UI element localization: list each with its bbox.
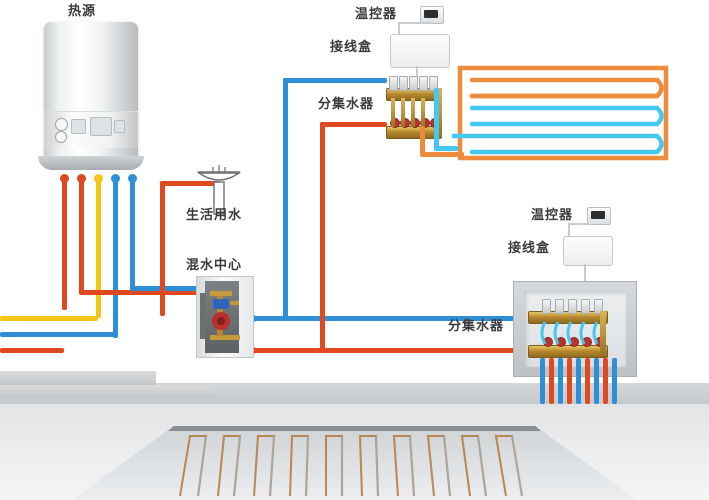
pipe-boiler-supply-b [79, 176, 84, 294]
manifold-lower-valve-2[interactable] [555, 299, 564, 314]
pipe-boiler-return-b [130, 176, 135, 288]
manifold-lower-valve-5[interactable] [594, 299, 603, 314]
drop-pipe-5 [576, 358, 581, 404]
manifold-upper-stem-3 [411, 98, 415, 127]
pipe-return-from-mix [130, 286, 206, 291]
thermostat-lower-screen [591, 211, 605, 219]
pipe-upper-supply-top [320, 122, 387, 127]
pipe-loop-return-run [434, 146, 458, 151]
thermostat-lower-label: 温控器 [531, 208, 574, 223]
junction-box-upper[interactable] [390, 34, 450, 68]
thermostat-upper[interactable] [420, 6, 444, 24]
sink-icon [196, 165, 242, 215]
pipe-loop-supply-run [420, 152, 464, 157]
boiler-knob-1[interactable] [55, 118, 68, 131]
upper-loop-field [452, 65, 669, 161]
manifold-lower-valve-3[interactable] [568, 299, 577, 314]
manifold-upper-knob-2[interactable] [400, 118, 410, 128]
pipe-upper-return-top [283, 78, 387, 83]
floor-edge-trim [168, 426, 541, 431]
boiler-display-3 [114, 120, 125, 133]
drop-pipe-3 [558, 358, 563, 404]
junction-box-lower-label: 接线盒 [508, 241, 551, 256]
manifold-upper-stem-4 [421, 98, 425, 127]
junction-box-lower[interactable] [563, 236, 613, 266]
boiler-base-cover [38, 156, 144, 170]
manifold-upper-knob-4[interactable] [420, 118, 430, 128]
manifold-upper[interactable] [386, 76, 446, 144]
manifold-lower-label: 分集水器 [448, 319, 505, 334]
manifold-upper-knob-1[interactable] [390, 118, 400, 128]
boiler-display-1 [71, 119, 86, 134]
pipe-domestic-hot [96, 176, 101, 318]
drop-pipe-1 [540, 358, 545, 404]
radiant-floor-field [72, 426, 637, 500]
pipe-boiler-supply-a [62, 176, 67, 310]
manifold-lower-valve-4[interactable] [581, 299, 590, 314]
boiler-display-2 [90, 117, 112, 136]
thermostat-upper-label: 温控器 [355, 7, 398, 22]
pipe-mix-out-red [250, 348, 518, 353]
junction-box-upper-label: 接线盒 [330, 40, 373, 55]
drop-pipe-7 [594, 358, 599, 404]
manifold-lower[interactable] [528, 299, 614, 361]
pipe-loop-supply-tie [420, 126, 425, 154]
manifold-lower-supply-bar [528, 345, 608, 358]
drop-pipe-2 [549, 358, 554, 404]
boiler-control-panel [44, 111, 138, 148]
sink-fixture [196, 160, 242, 216]
mixing-center-internals [200, 291, 240, 340]
baseboard-step-left [0, 371, 156, 385]
manifold-upper-valve-2[interactable] [399, 76, 408, 91]
wire-thermostat-lower-drop [568, 223, 570, 238]
pipe-mix-out-blue [250, 316, 518, 321]
manifold-upper-stem-2 [401, 98, 405, 127]
pipe-supply-run-low [0, 348, 64, 353]
baseboard-step-mid [0, 385, 215, 399]
pipe-supply-to-mix [79, 290, 206, 295]
drop-pipe-4 [567, 358, 572, 404]
wire-thermostat-upper-drop [398, 22, 400, 36]
pipe-sink-riser [160, 181, 165, 316]
pipe-sink-feed [160, 181, 220, 186]
drop-pipe-8 [603, 358, 608, 404]
manifold-upper-valve-4[interactable] [419, 76, 428, 91]
manifold-lower-jumpers [540, 321, 599, 345]
manifold-lower-valve-1[interactable] [542, 299, 551, 314]
floor-surface [72, 426, 637, 500]
drop-pipe-6 [585, 358, 590, 404]
wire-jbox-upper-to-manifold [416, 66, 418, 84]
boiler[interactable] [38, 22, 144, 170]
drop-pipe-9 [612, 358, 617, 404]
manifold-upper-stem-1 [391, 98, 395, 127]
manifold-upper-valve-3[interactable] [409, 76, 418, 91]
manifold-lower-end-cap [600, 311, 606, 355]
mixing-center-label: 混水中心 [186, 258, 243, 273]
pipe-loop-return-tie [434, 88, 439, 150]
thermostat-upper-screen [424, 10, 438, 18]
boiler-knob-2[interactable] [55, 131, 67, 143]
wire-thermostat-lower [568, 223, 589, 225]
pipe-riser-upper-supply [320, 122, 325, 350]
heat-source-label: 热源 [68, 4, 97, 19]
floor-loop-pattern [178, 434, 524, 497]
mixing-center[interactable] [196, 276, 254, 358]
pipe-domestic-run [0, 316, 98, 321]
manifold-upper-label: 分集水器 [318, 97, 375, 112]
manifold-upper-valve-1[interactable] [389, 76, 398, 91]
manifold-upper-knob-3[interactable] [410, 118, 420, 128]
thermostat-lower[interactable] [587, 207, 611, 225]
wire-thermostat-upper [398, 22, 431, 24]
manifold-upper-end-cap [436, 88, 442, 137]
domestic-water-label: 生活用水 [186, 208, 243, 223]
pipe-boiler-return-a [113, 176, 118, 338]
pipe-riser-upper-return [283, 78, 288, 318]
manifold-upper-valve-5[interactable] [429, 76, 438, 91]
wire-jbox-lower-to-manifold [584, 264, 586, 290]
pipe-return-run-low [0, 332, 115, 337]
